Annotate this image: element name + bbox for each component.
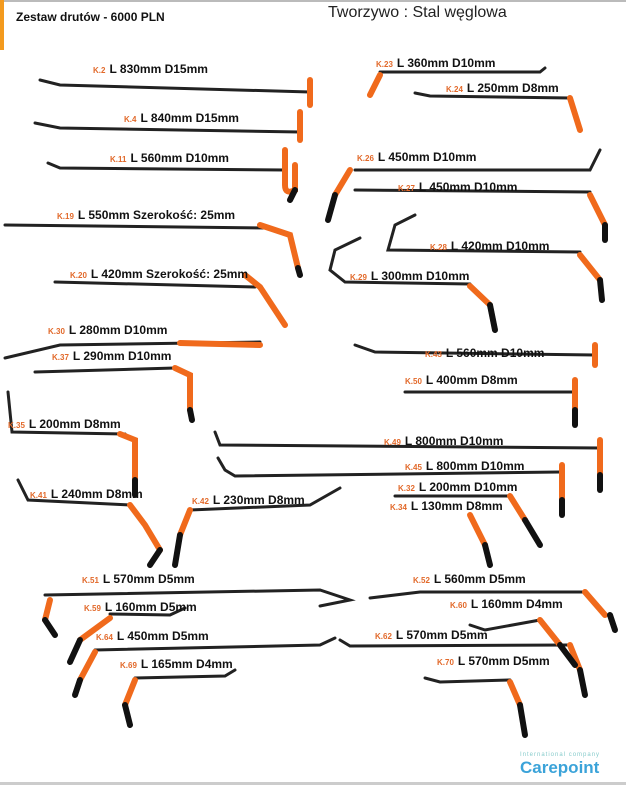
material-label: Tworzywo : Stal węglowa — [328, 4, 507, 21]
page-title: Zestaw drutów - 6000 PLN — [16, 10, 165, 24]
brand-logo: International company Carepoint — [520, 752, 601, 777]
top-border — [0, 0, 626, 2]
bottom-border — [0, 782, 626, 785]
accent-bar — [0, 0, 4, 50]
